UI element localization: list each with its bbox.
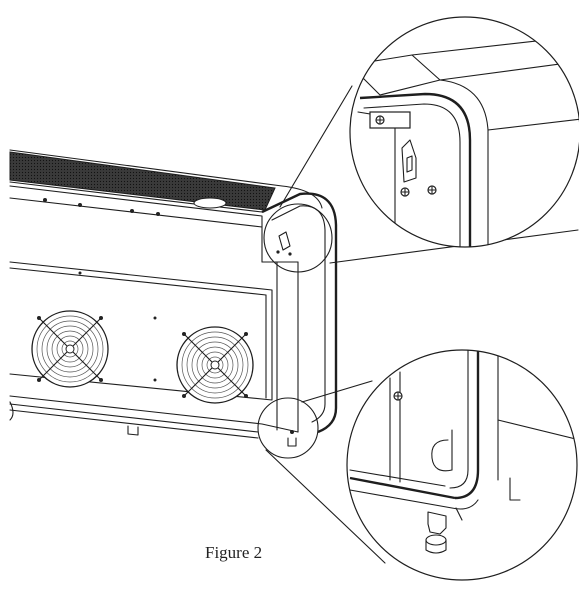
zoom-marker-bottom [257, 397, 319, 459]
detail-view-top [349, 16, 579, 248]
fan-grille-right [176, 326, 254, 404]
screw-row-top [43, 198, 160, 216]
zoom-marker-top [263, 203, 333, 273]
side-frame-outer [261, 192, 338, 434]
bracket-clip-icon [401, 139, 417, 183]
fan-grille-left [31, 310, 109, 388]
foot-icon [427, 511, 447, 535]
detail-view-bottom [346, 349, 578, 581]
top-port [193, 197, 227, 209]
appliance-unit [9, 149, 338, 459]
figure-caption: Figure 2 [205, 543, 263, 562]
